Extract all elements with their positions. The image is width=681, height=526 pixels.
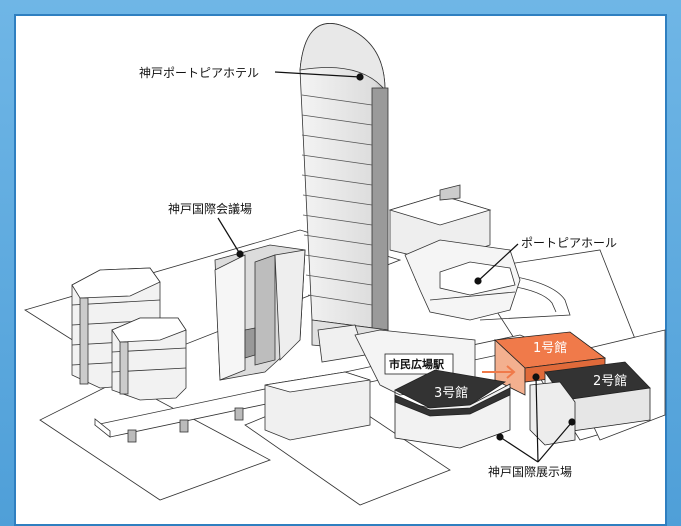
conference-hall-building [214,244,306,381]
label-building-3: 3号館 [434,386,468,401]
label-station: 市民広場駅 [389,357,444,371]
left-tiered-building [71,267,187,401]
label-conference: 神戸国際会議場 [168,202,252,216]
label-building-2: 2号館 [593,374,627,389]
label-hall: ポートピアホール [521,236,617,250]
label-exhibition: 神戸国際展示場 [488,465,572,479]
portopia-hall-building [388,184,521,321]
direction-arrow [482,365,516,379]
hotel-tower [299,23,389,363]
mid-building [264,371,371,441]
exhibition-building-3 [394,369,511,449]
leader-lines [217,71,576,463]
exhibition-building-2 [529,361,651,446]
label-building-1: 1号館 [533,341,567,356]
label-hotel: 神戸ポートピアホテル [139,66,259,80]
